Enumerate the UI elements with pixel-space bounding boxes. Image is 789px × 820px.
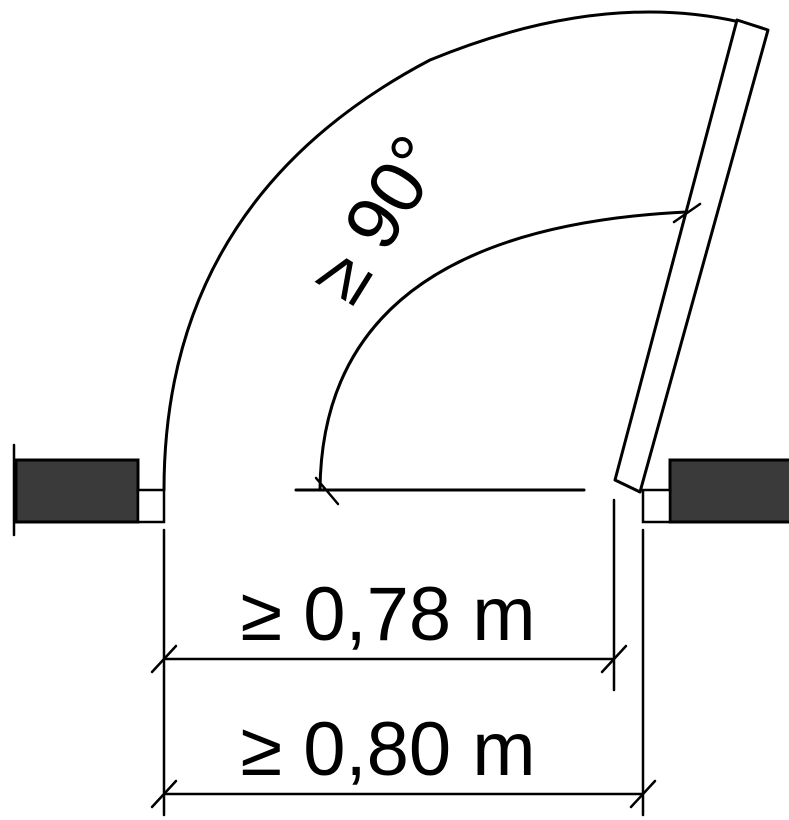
door-width-right-tick xyxy=(629,779,657,809)
angle-label: ≥ 90° xyxy=(294,121,460,317)
door-swing-arc xyxy=(162,10,742,492)
clear-width-right-tick xyxy=(600,644,628,674)
right-wall xyxy=(641,458,789,524)
right-wall-block xyxy=(668,458,789,524)
clear-width-left-tick xyxy=(150,644,178,674)
door-leaf xyxy=(613,18,770,494)
angle-arc-tick xyxy=(672,202,702,224)
clear-width-label: ≥ 0,78 m xyxy=(240,572,535,657)
angle-arc xyxy=(318,210,688,492)
left-wall-block xyxy=(14,458,140,524)
door-width-left-tick xyxy=(150,779,178,809)
right-door-frame xyxy=(641,488,672,524)
left-wall xyxy=(12,443,166,537)
door-width-label: ≥ 0,80 m xyxy=(240,707,535,792)
left-door-frame xyxy=(136,488,166,524)
